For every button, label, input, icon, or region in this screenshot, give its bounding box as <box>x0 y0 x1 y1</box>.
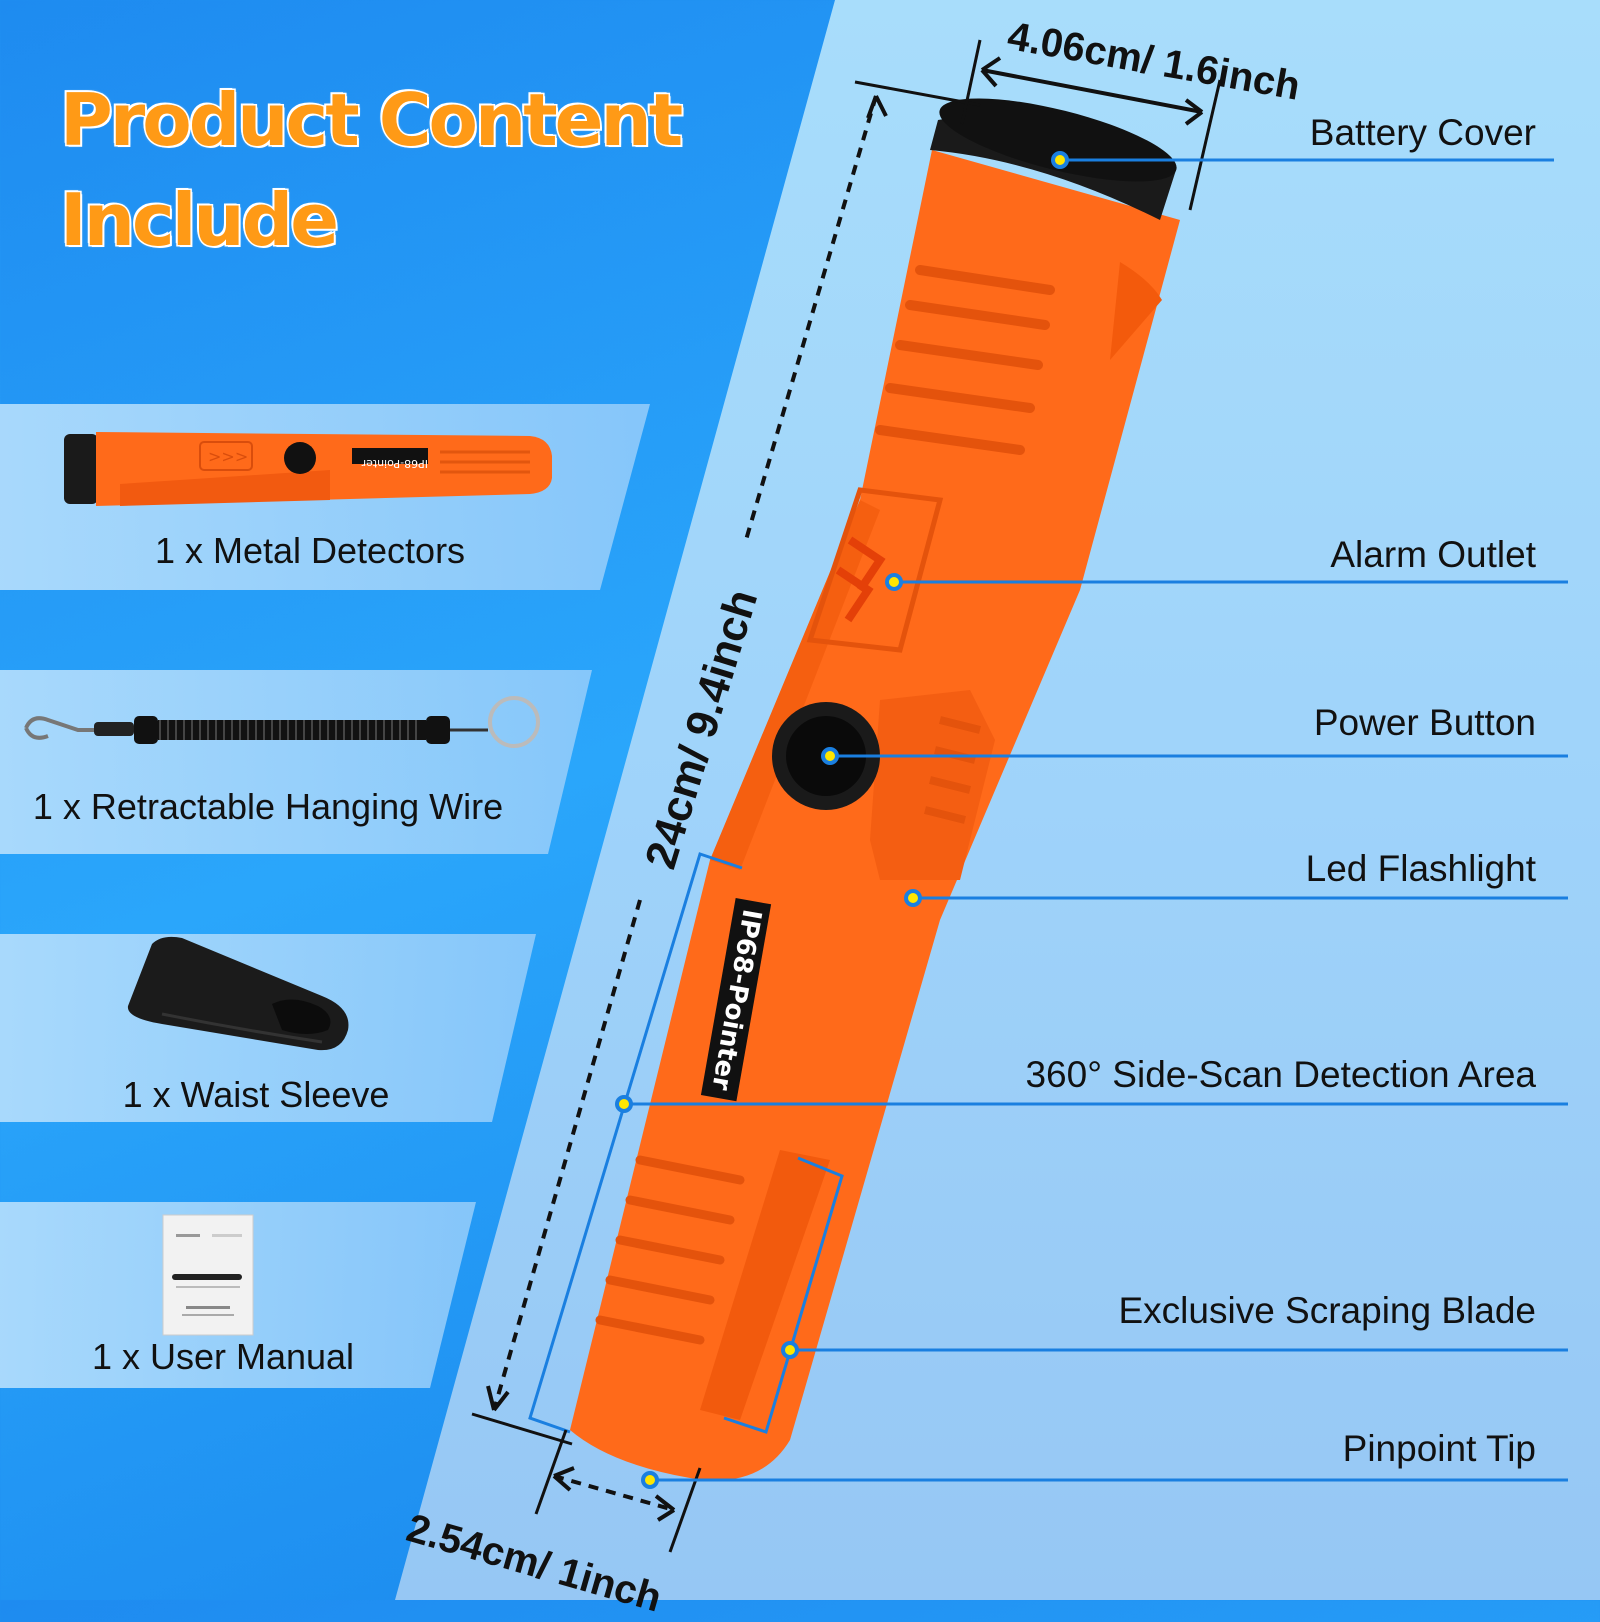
callout-alarm-outlet: Alarm Outlet <box>1330 534 1536 575</box>
svg-text:>>>: >>> <box>208 447 248 466</box>
title-line-1: Product Content <box>58 77 684 164</box>
coil-lanyard-icon <box>24 696 540 748</box>
callout-lines <box>624 158 1568 1482</box>
side-scan-bracket <box>528 852 743 1434</box>
item-label-user-manual: 1 x User Manual <box>91 1336 355 1377</box>
callout-pinpoint-tip: Pinpoint Tip <box>1342 1428 1536 1469</box>
page-title: Product Content Include <box>58 70 684 270</box>
callout-side-scan: 360° Side-Scan Detection Area <box>1025 1054 1536 1095</box>
dot-battery-cover <box>1051 151 1069 169</box>
title-line-2: Include <box>58 177 340 264</box>
callout-power-button: Power Button <box>1313 702 1536 743</box>
callout-dots <box>615 151 1069 1489</box>
callout-battery-cover: Battery Cover <box>1309 112 1536 153</box>
callout-led-flashlight: Led Flashlight <box>1305 848 1536 889</box>
holster-icon <box>127 936 349 1051</box>
dot-side-scan <box>615 1095 633 1113</box>
dot-power-button <box>821 747 839 765</box>
item-panel-waist-sleeve: 1 x Waist Sleeve <box>0 934 536 1122</box>
pinpointer-icon: >>> IP68-Pointer <box>64 432 552 506</box>
item-label-hanging-wire: 1 x Retractable Hanging Wire <box>32 786 504 827</box>
dot-pinpoint-tip <box>641 1471 659 1489</box>
item-label-waist-sleeve: 1 x Waist Sleeve <box>122 1074 390 1115</box>
dot-led-flashlight <box>904 889 922 907</box>
callout-scraping-blade: Exclusive Scraping Blade <box>1118 1290 1537 1331</box>
dot-scraping-blade <box>781 1341 799 1359</box>
item-label-metal-detector: 1 x Metal Detectors <box>154 530 466 571</box>
item-panel-metal-detector: >>> IP68-Pointer 1 x Metal Detectors <box>0 404 650 590</box>
pinpointer-body <box>570 150 1180 1481</box>
manual-icon <box>162 1214 254 1336</box>
item-panel-hanging-wire: 1 x Retractable Hanging Wire <box>0 670 592 854</box>
dimension-lines <box>471 39 1222 1553</box>
blade-bracket <box>723 1156 844 1434</box>
item-panel-user-manual: 1 x User Manual <box>0 1202 476 1388</box>
dot-alarm-outlet <box>885 573 903 591</box>
small-device-label: IP68-Pointer <box>361 457 428 470</box>
